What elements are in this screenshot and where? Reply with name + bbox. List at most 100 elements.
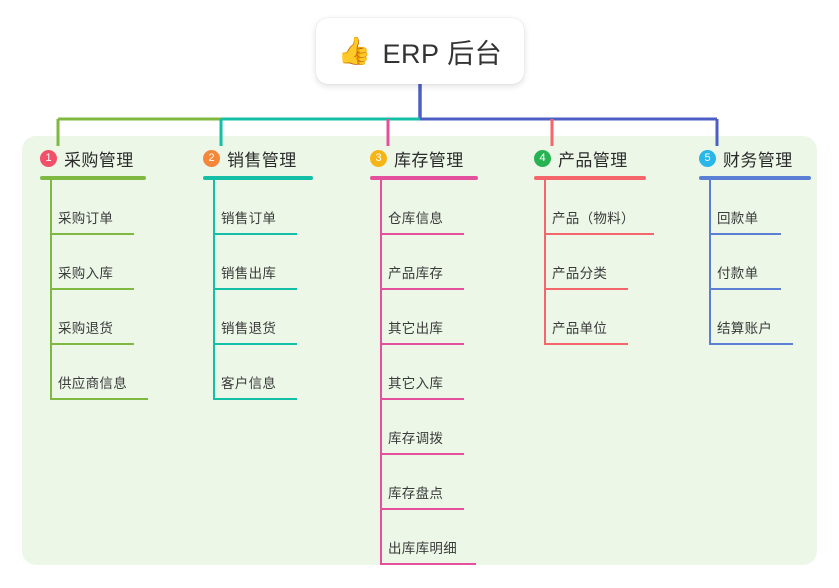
leaf-item-label: 产品库存 [388, 266, 444, 281]
leaf-underline [380, 398, 464, 400]
branch-column-5: 5 财务管理回款单付款单结算账户 [699, 146, 811, 345]
leaf-item[interactable]: 销售退货 [203, 290, 313, 345]
leaf-underline [213, 233, 297, 235]
leaf-item[interactable]: 回款单 [699, 180, 811, 235]
thumbs-up-icon: 👍 [337, 35, 372, 66]
branch-title-label: 销售管理 [227, 150, 297, 170]
leaf-item-label: 其它出库 [388, 321, 444, 336]
leaf-underline [50, 398, 148, 400]
leaf-underline [380, 288, 464, 290]
leaf-underline [380, 343, 464, 345]
leaf-item-label: 采购退货 [58, 321, 114, 336]
leaf-underline [380, 453, 464, 455]
leaf-underline [380, 233, 464, 235]
leaf-item[interactable]: 结算账户 [699, 290, 811, 345]
leaf-item-label: 库存调拨 [388, 431, 444, 446]
leaf-item[interactable]: 库存盘点 [370, 455, 478, 510]
branch-header-5[interactable]: 5 财务管理 [699, 146, 811, 170]
leaf-item-label: 供应商信息 [58, 376, 127, 391]
leaf-item-label: 客户信息 [221, 376, 277, 391]
leaf-item[interactable]: 销售订单 [203, 180, 313, 235]
leaf-underline [380, 563, 476, 565]
leaf-underline [544, 288, 628, 290]
branch-header-4[interactable]: 4 产品管理 [534, 146, 646, 170]
leaf-underline [709, 288, 781, 290]
leaf-underline [544, 233, 654, 235]
branch-header-3[interactable]: 3 库存管理 [370, 146, 478, 170]
branch-title-label: 产品管理 [558, 150, 628, 170]
branch-number-badge: 4 [534, 149, 551, 167]
leaf-item-label: 回款单 [717, 211, 759, 226]
leaf-item[interactable]: 付款单 [699, 235, 811, 290]
leaf-item-label: 结算账户 [717, 321, 773, 336]
leaf-item[interactable]: 供应商信息 [40, 345, 148, 400]
leaf-list: 采购订单采购入库采购退货供应商信息 [40, 180, 148, 400]
branch-header-2[interactable]: 2 销售管理 [203, 146, 313, 170]
branch-header-1[interactable]: 1 采购管理 [40, 146, 146, 170]
leaf-underline [50, 288, 134, 290]
leaf-list: 仓库信息产品库存其它出库其它入库库存调拨库存盘点出库库明细 [370, 180, 478, 565]
branch-spine [709, 180, 711, 345]
branch-spine [213, 180, 215, 400]
leaf-underline [213, 398, 297, 400]
leaf-list: 产品（物料） 产品分类产品单位 [534, 180, 654, 345]
leaf-item-label: 采购订单 [58, 211, 114, 226]
branch-number-badge: 3 [370, 149, 387, 167]
leaf-item-label: 其它入库 [388, 376, 444, 391]
leaf-list: 销售订单销售出库销售退货客户信息 [203, 180, 313, 400]
branch-number-badge: 2 [203, 149, 220, 167]
branch-underline [203, 176, 313, 180]
leaf-item-label: 销售出库 [221, 266, 277, 281]
leaf-item-label: 产品单位 [552, 321, 608, 336]
leaf-item[interactable]: 销售出库 [203, 235, 313, 290]
leaf-underline [544, 343, 628, 345]
leaf-item-label: 采购入库 [58, 266, 114, 281]
leaf-underline [380, 508, 464, 510]
leaf-item[interactable]: 产品单位 [534, 290, 646, 345]
branch-column-4: 4 产品管理产品（物料） 产品分类产品单位 [534, 146, 654, 345]
diagram-background-panel [22, 136, 817, 565]
leaf-item[interactable]: 采购订单 [40, 180, 146, 235]
branch-title-label: 库存管理 [394, 150, 464, 170]
branch-number-badge: 5 [699, 149, 716, 167]
root-node-label: ERP 后台 [382, 38, 503, 69]
leaf-item-label: 产品分类 [552, 266, 608, 281]
leaf-item-label: 销售订单 [221, 211, 277, 226]
root-node[interactable]: 👍 ERP 后台 [316, 18, 524, 84]
leaf-item[interactable]: 库存调拨 [370, 400, 478, 455]
leaf-item[interactable]: 其它出库 [370, 290, 478, 345]
leaf-item[interactable]: 其它入库 [370, 345, 478, 400]
leaf-list: 回款单付款单结算账户 [699, 180, 811, 345]
branch-column-1: 1 采购管理采购订单采购入库采购退货供应商信息 [40, 146, 148, 400]
leaf-underline [213, 288, 297, 290]
leaf-item[interactable]: 仓库信息 [370, 180, 478, 235]
leaf-item-label: 仓库信息 [388, 211, 444, 226]
leaf-item-label: 出库库明细 [388, 541, 457, 556]
leaf-item[interactable]: 产品库存 [370, 235, 478, 290]
branch-spine [50, 180, 52, 400]
branch-spine [380, 180, 382, 565]
leaf-item[interactable]: 采购入库 [40, 235, 146, 290]
leaf-item[interactable]: 产品分类 [534, 235, 646, 290]
leaf-item[interactable]: 采购退货 [40, 290, 146, 345]
branch-underline [534, 176, 646, 180]
leaf-underline [50, 343, 134, 345]
leaf-item-label: 库存盘点 [388, 486, 444, 501]
leaf-underline [213, 343, 297, 345]
leaf-item-label: 销售退货 [221, 321, 277, 336]
leaf-underline [709, 233, 781, 235]
branch-column-3: 3 库存管理仓库信息产品库存其它出库其它入库库存调拨库存盘点出库库明细 [370, 146, 478, 565]
leaf-item-label: 产品（物料） [552, 211, 635, 226]
leaf-underline [709, 343, 793, 345]
branch-underline [370, 176, 478, 180]
leaf-item[interactable]: 产品（物料） [534, 180, 654, 235]
branch-title-label: 采购管理 [64, 150, 134, 170]
branch-underline [699, 176, 811, 180]
leaf-item[interactable]: 客户信息 [203, 345, 313, 400]
branch-underline [40, 176, 146, 180]
branch-column-2: 2 销售管理销售订单销售出库销售退货客户信息 [203, 146, 313, 400]
branch-number-badge: 1 [40, 149, 57, 167]
leaf-item[interactable]: 出库库明细 [370, 510, 478, 565]
branch-title-label: 财务管理 [723, 150, 793, 170]
